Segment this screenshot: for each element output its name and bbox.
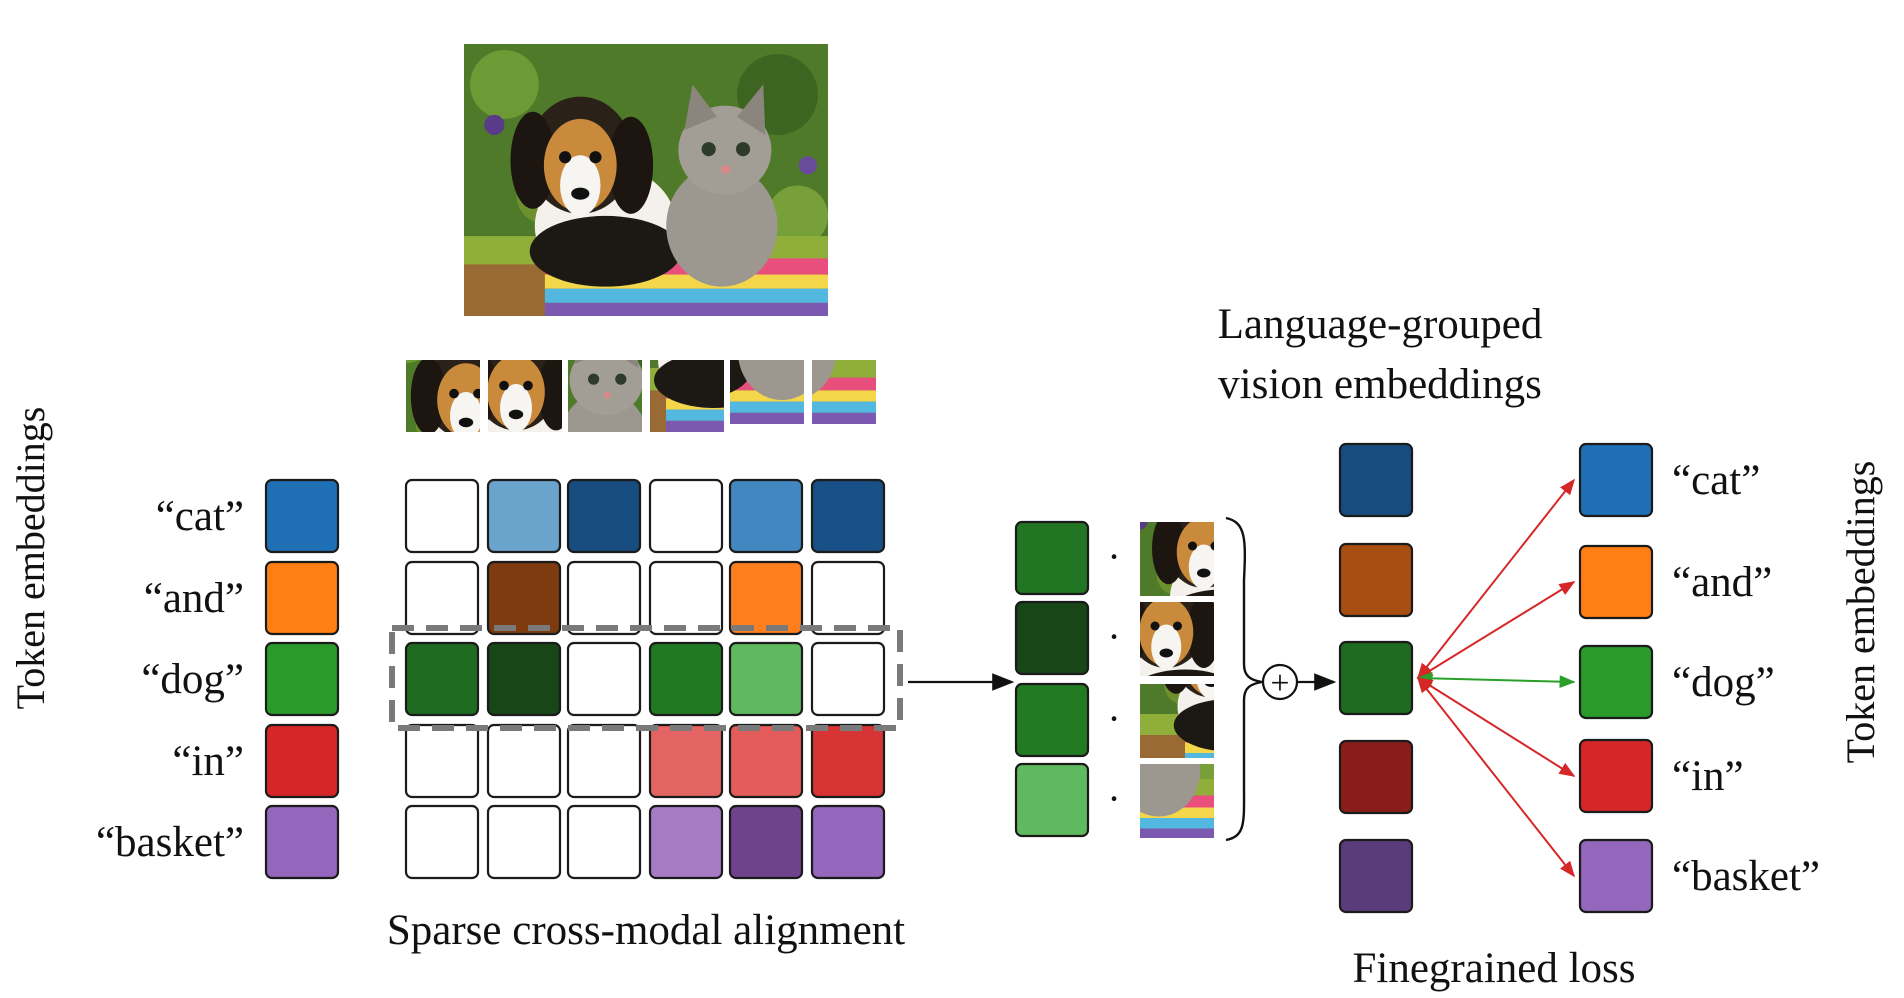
- left-axis-label: Token embeddings: [8, 407, 53, 710]
- right-token-labels: “cat” “and” “dog” “in” “basket”: [1672, 457, 1820, 900]
- alignment-cell: [728, 804, 804, 880]
- negative-loss-arrow: [1417, 676, 1575, 878]
- alignment-cell: [566, 723, 642, 799]
- left-token-embeddings: [264, 478, 340, 880]
- alignment-cell: [566, 641, 642, 717]
- loss-arrows: [1416, 478, 1576, 878]
- right-token-label: “basket”: [1672, 853, 1820, 900]
- sum-operator: +: [1261, 663, 1299, 702]
- input-image: [464, 44, 828, 316]
- multiply-dot: ·: [1107, 534, 1120, 579]
- left-token-swatch: [264, 804, 340, 880]
- right-token-swatch: [1578, 544, 1654, 620]
- alignment-cell: [486, 804, 562, 880]
- vision-embedding: [1338, 640, 1414, 716]
- right-caption: Finegrained loss: [1352, 945, 1635, 992]
- right-token-swatch: [1578, 738, 1654, 814]
- alignment-cell: [810, 478, 886, 554]
- alignment-cell: [486, 723, 562, 799]
- left-token-label: “dog”: [141, 656, 244, 703]
- grouping-weights: [1014, 520, 1090, 838]
- alignment-cell: [566, 478, 642, 554]
- left-token-label: “and”: [144, 575, 244, 622]
- right-token-swatch: [1578, 838, 1654, 914]
- alignment-cell: [648, 560, 724, 636]
- grouping-brace: [1225, 516, 1263, 842]
- right-token-embeddings: [1578, 442, 1654, 914]
- right-token-label: “and”: [1672, 559, 1772, 606]
- alignment-cell: [728, 641, 804, 717]
- alignment-cell: [810, 804, 886, 880]
- grouped-title-line1: Language-grouped: [1218, 301, 1543, 348]
- alignment-cell: [404, 723, 480, 799]
- language-grouped-vision-embeddings: [1338, 442, 1414, 914]
- alignment-cell: [648, 478, 724, 554]
- negative-loss-arrow: [1417, 478, 1575, 680]
- vision-embedding: [1338, 838, 1414, 914]
- alignment-cell: [404, 560, 480, 636]
- vision-embedding: [1338, 739, 1414, 815]
- alignment-cell: [648, 641, 724, 717]
- left-token-swatch: [264, 723, 340, 799]
- alignment-cell: [404, 641, 480, 717]
- alignment-cell: [566, 804, 642, 880]
- left-token-label: “cat”: [156, 493, 244, 540]
- right-token-label: “in”: [1672, 753, 1744, 800]
- multiply-dot: ·: [1107, 696, 1120, 741]
- multiply-dot: ·: [1107, 614, 1120, 659]
- alignment-matrix: [404, 478, 886, 880]
- negative-loss-arrow: [1416, 581, 1576, 679]
- positive-loss-arrow: [1416, 671, 1576, 689]
- plus-symbol: +: [1270, 665, 1289, 702]
- alignment-cell: [404, 804, 480, 880]
- negative-loss-arrow: [1416, 677, 1576, 777]
- right-token-label: “dog”: [1672, 659, 1775, 706]
- left-token-label: “basket”: [96, 819, 244, 866]
- right-token-swatch: [1578, 644, 1654, 720]
- alignment-cell: [486, 641, 562, 717]
- left-token-swatch: [264, 478, 340, 554]
- left-token-labels: “cat” “and” “dog” “in” “basket”: [96, 493, 244, 866]
- right-axis-label: Token embeddings: [1838, 461, 1883, 764]
- alignment-cell: [648, 804, 724, 880]
- right-token-label: “cat”: [1672, 457, 1760, 504]
- vision-embedding: [1338, 442, 1414, 518]
- left-token-label: “in”: [172, 738, 244, 785]
- alignment-cell: [486, 478, 562, 554]
- left-token-swatch: [264, 560, 340, 636]
- alignment-cell: [810, 641, 886, 717]
- grouped-title-line2: vision embeddings: [1218, 361, 1542, 408]
- alignment-cell: [728, 560, 804, 636]
- weight-dots: · · · ·: [1107, 534, 1120, 821]
- vision-embedding: [1338, 542, 1414, 618]
- grouping-weight: [1014, 520, 1090, 596]
- grouping-weight: [1014, 682, 1090, 758]
- left-token-swatch: [264, 641, 340, 717]
- photo: [464, 44, 828, 316]
- right-token-swatch: [1578, 442, 1654, 518]
- grouping-weight: [1014, 762, 1090, 838]
- alignment-cell: [728, 723, 804, 799]
- alignment-cell: [648, 723, 724, 799]
- highlight-row-box: [389, 625, 903, 731]
- alignment-cell: [810, 560, 886, 636]
- grouping-weight: [1014, 600, 1090, 676]
- alignment-cell: [486, 560, 562, 636]
- alignment-cell: [566, 560, 642, 636]
- alignment-cell: [810, 723, 886, 799]
- alignment-cell: [728, 478, 804, 554]
- plus-circle-icon: [1261, 663, 1299, 701]
- alignment-cell: [404, 478, 480, 554]
- left-caption: Sparse cross-modal alignment: [387, 907, 905, 954]
- multiply-dot: ·: [1107, 776, 1120, 821]
